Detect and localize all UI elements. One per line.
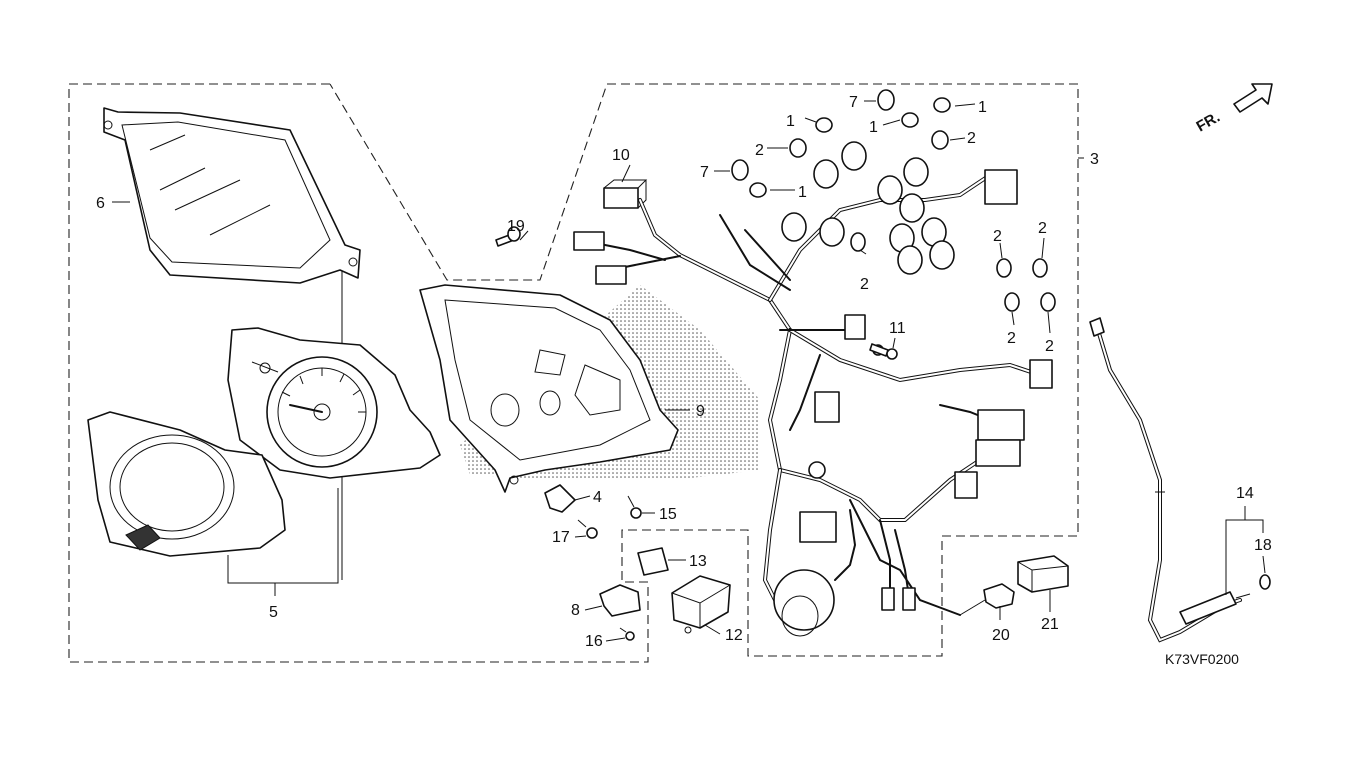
meter-panel-part — [227, 327, 441, 479]
callout-7: 7 — [849, 94, 858, 111]
meter-cover-part — [103, 107, 361, 284]
connector-21-part — [1017, 555, 1069, 593]
callout-12: 12 — [725, 627, 743, 644]
callout-21: 21 — [1041, 616, 1059, 633]
speedometer-cable-part — [1089, 317, 1271, 643]
callout-5: 5 — [269, 604, 278, 621]
screw-16-part — [619, 627, 635, 641]
screw-17-part — [577, 519, 598, 539]
direction-indicator: FR. — [1194, 83, 1273, 136]
bulb-sockets — [781, 141, 955, 275]
callout-2: 2 — [1038, 220, 1047, 237]
callout-2: 2 — [1007, 330, 1016, 347]
bracket-14 — [1225, 506, 1264, 595]
callout-19: 19 — [507, 218, 525, 235]
bracket-5 — [227, 488, 339, 596]
callout-18: 18 — [1254, 537, 1272, 554]
callout-8: 8 — [571, 602, 580, 619]
arrow-right-icon — [1233, 83, 1273, 113]
callout-1: 1 — [786, 113, 795, 130]
callout-3: 3 — [1090, 151, 1099, 168]
callout-1: 1 — [869, 119, 878, 136]
callout-2: 2 — [860, 276, 869, 293]
callout-2: 2 — [1045, 338, 1054, 355]
bracket-8-part — [599, 584, 641, 617]
callout-1: 1 — [798, 184, 807, 201]
callout-labels: 1 1 1 1 2 2 2 2 2 2 2 3 4 5 6 7 7 8 9 10… — [96, 94, 1272, 650]
connector-20-part — [983, 583, 1015, 609]
callout-10: 10 — [612, 147, 630, 164]
callout-2: 2 — [993, 228, 1002, 245]
screw-15-part — [627, 495, 642, 519]
callout-1: 1 — [978, 99, 987, 116]
callout-2: 2 — [967, 130, 976, 147]
direction-label: FR. — [1194, 109, 1223, 136]
callout-20: 20 — [992, 627, 1010, 644]
callout-4: 4 — [593, 489, 602, 506]
diagram-code: K73VF0200 — [1165, 651, 1239, 667]
callout-7: 7 — [700, 164, 709, 181]
bulbs-and-holders — [731, 89, 1056, 312]
callout-14: 14 — [1236, 485, 1254, 502]
leader-lines — [112, 100, 1266, 642]
callout-13: 13 — [689, 553, 707, 570]
screw-19-part — [495, 226, 521, 247]
harness-connectors — [573, 169, 1053, 637]
meter-case-part — [419, 284, 760, 493]
callout-9: 9 — [696, 403, 705, 420]
meter-bezel-part — [87, 411, 286, 557]
callout-17: 17 — [552, 529, 570, 546]
rubber-13-part — [637, 547, 669, 576]
callout-16: 16 — [585, 633, 603, 650]
socket-4-part — [544, 484, 576, 513]
callout-15: 15 — [659, 506, 677, 523]
callout-11: 11 — [889, 320, 906, 337]
callout-6: 6 — [96, 195, 105, 212]
callout-2: 2 — [755, 142, 764, 159]
screw-11-part — [869, 343, 898, 360]
relay-12-part — [671, 575, 731, 634]
